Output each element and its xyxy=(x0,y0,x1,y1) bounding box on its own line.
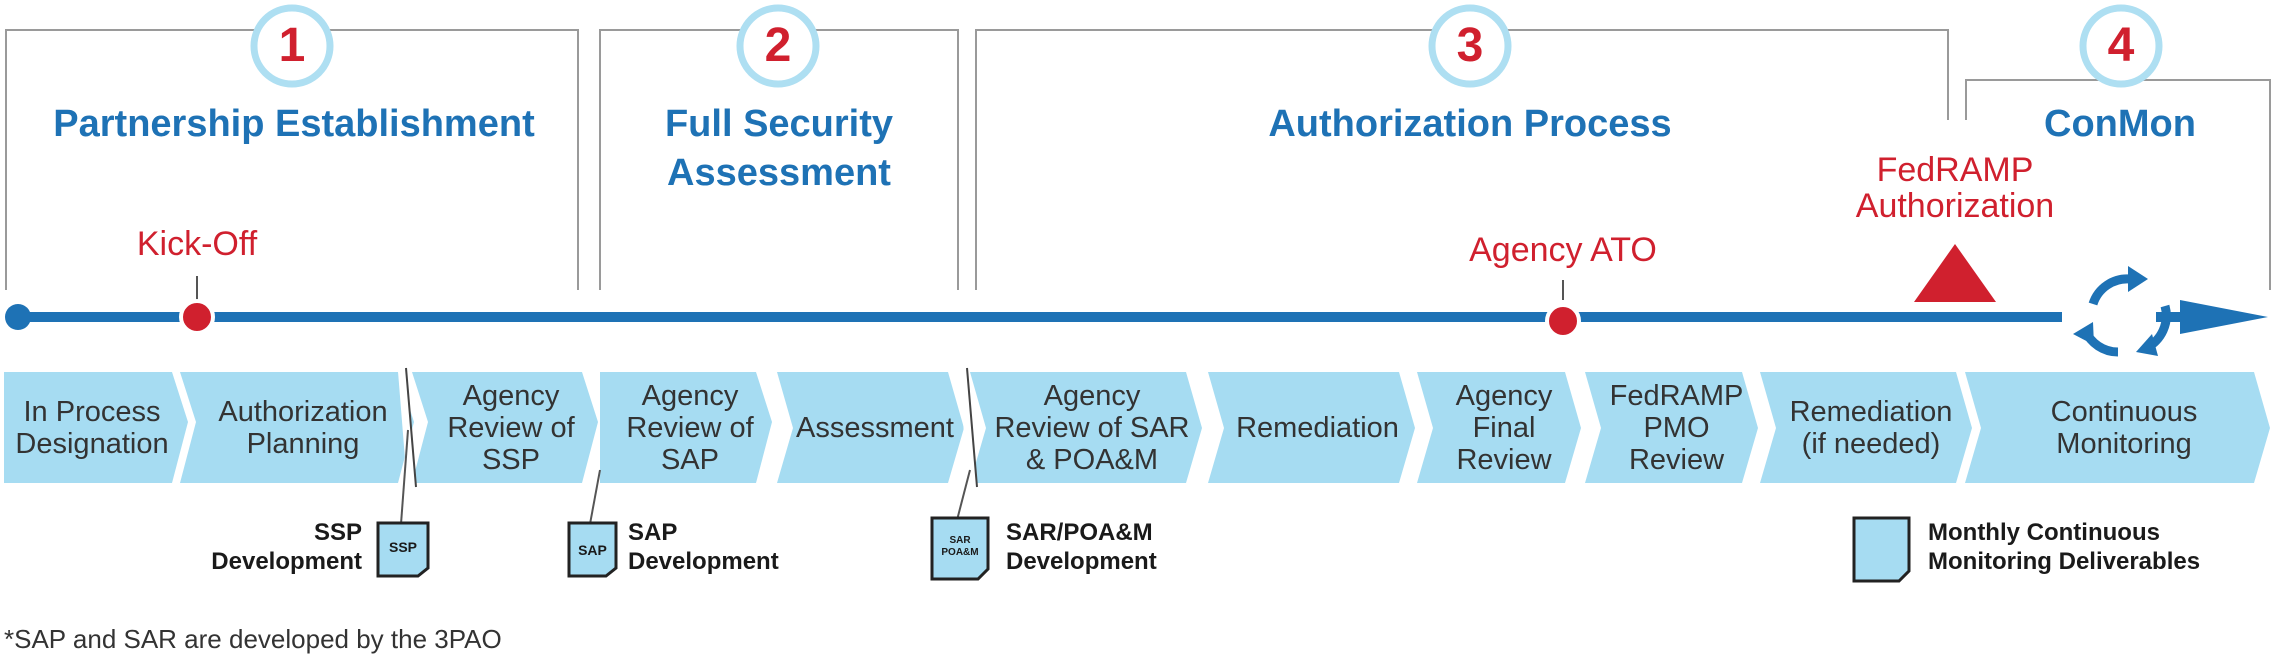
sap-icon-text: SAP xyxy=(578,542,607,558)
step-label-9: FedRAMP PMO Review xyxy=(1609,379,1744,476)
phase-1-title: Partnership Establishment xyxy=(53,103,535,145)
timeline-arrowhead-icon xyxy=(2180,300,2268,334)
kickoff-label: Kick-Off xyxy=(136,225,258,263)
sar-document-icon xyxy=(930,516,990,581)
step-chevron-9 xyxy=(1585,372,1758,483)
phase-2-circle xyxy=(736,4,820,88)
step-label-4: Agency Review of SAP xyxy=(626,379,754,476)
phase-3-title: Authorization Process xyxy=(1268,103,1672,145)
ssp-document-icon xyxy=(376,521,430,578)
phase-2-title: Full Security Assessment xyxy=(664,103,894,194)
step-chevron-4 xyxy=(600,372,772,483)
sar-poam-development-label: SAR/POA&M Development xyxy=(1006,519,1157,575)
sap-document-icon xyxy=(567,521,618,578)
step-label-7: Remediation xyxy=(1236,411,1399,444)
step-label-8: Agency Final Review xyxy=(1455,379,1553,476)
phase-1-circle xyxy=(250,4,334,88)
red-triangle-icon xyxy=(1914,244,1996,302)
kickoff-dot-icon xyxy=(179,299,215,335)
step-chevron-3 xyxy=(412,372,598,483)
agency-ato-dot-icon xyxy=(1545,303,1581,339)
phase-2-number: 2 xyxy=(764,19,792,72)
phase-4-circle xyxy=(2079,4,2163,88)
conmon-document-icon xyxy=(1852,516,1911,583)
phase-4-number: 4 xyxy=(2107,19,2135,72)
footnote: *SAP and SAR are developed by the 3PAO xyxy=(4,624,502,654)
step-label-5: Assessment xyxy=(796,411,954,444)
step-label-3: Agency Review of SSP xyxy=(447,379,575,476)
ssp-development-label: SSP Development xyxy=(211,519,362,575)
cycle-arrows-icon xyxy=(2073,266,2171,357)
step-chevron-5 xyxy=(777,372,964,483)
fedramp-authorization-label: FedRAMP Authorization xyxy=(1855,151,2055,225)
step-chevron-2 xyxy=(180,372,414,483)
step-label-10: Remediation (if needed) xyxy=(1789,395,1953,460)
step-chevron-6 xyxy=(970,372,1202,483)
step-chevron-10 xyxy=(1760,372,1972,483)
step-chevron-11 xyxy=(1965,372,2270,483)
ssp-icon-text: SSP xyxy=(388,539,417,555)
step-label-11: Continuous Monitoring xyxy=(2050,395,2198,460)
step-chevron-7 xyxy=(1208,372,1415,483)
phase-4-title: ConMon xyxy=(2044,103,2196,145)
sar-icon-text: SAR POA&M xyxy=(941,535,979,558)
agency-ato-label: Agency ATO xyxy=(1469,231,1657,269)
phase-1-number: 1 xyxy=(278,19,306,72)
step-chevron-8 xyxy=(1417,372,1581,483)
phase-3-circle xyxy=(1428,4,1512,88)
step-label-1: In Process Designation xyxy=(15,395,169,460)
step-label-2: Authorization Planning xyxy=(218,395,388,460)
phase-3-number: 3 xyxy=(1456,19,1484,72)
monthly-conmon-deliverables-label: Monthly Continuous Monitoring Deliverabl… xyxy=(1928,519,2201,575)
step-label-6: Agency Review of SAR & POA&M xyxy=(994,379,1190,476)
sap-development-label: SAP Development xyxy=(628,519,779,575)
step-chevron-1 xyxy=(4,372,188,483)
timeline-start-dot xyxy=(5,304,31,330)
